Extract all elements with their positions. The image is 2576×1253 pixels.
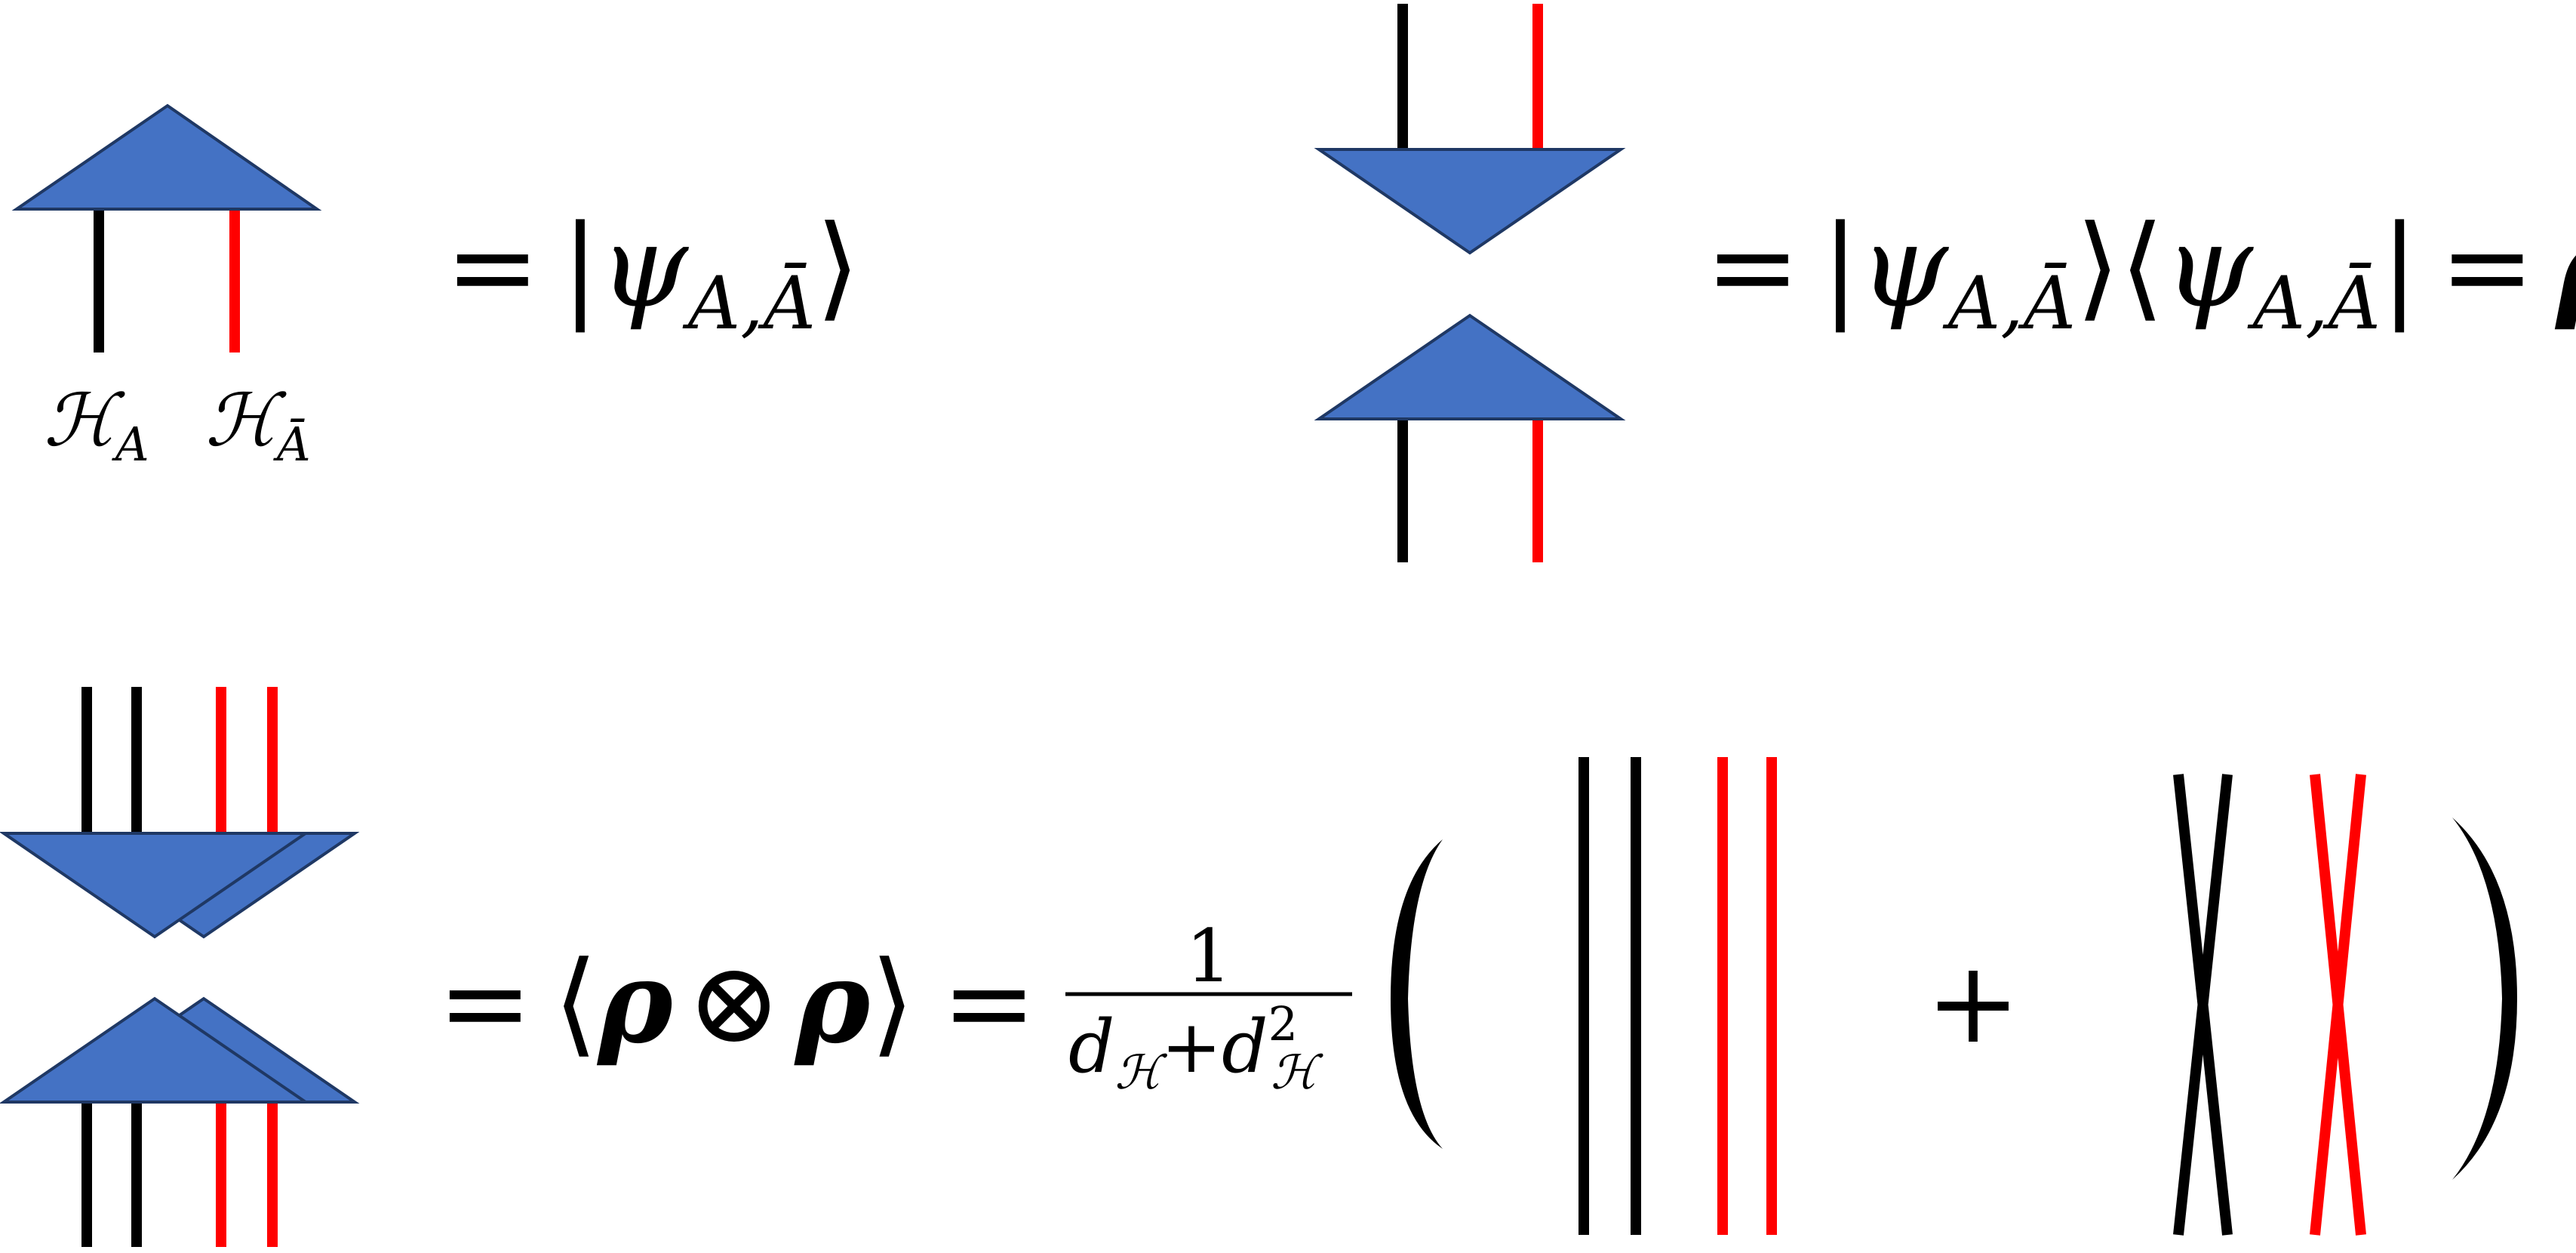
left-parenthesis	[1391, 839, 1443, 1149]
tensor-triangle-down-front	[0, 832, 311, 939]
tensor-triangle-up	[11, 103, 322, 211]
wire-A-cross-2	[2173, 774, 2233, 1236]
plus-sign: +	[1926, 937, 2021, 1069]
hilbert-space-label-Abar: ℋĀ	[205, 378, 311, 472]
diagram-density-matrix: =|ψA,Ā⟩⟨ψA,Ā|=ρ	[1314, 4, 2576, 562]
tensor-triangle-down	[1314, 148, 1626, 255]
hilbert-space-label-A: ℋA	[44, 378, 149, 472]
equation-ket: =|ψA,Ā⟩	[445, 202, 860, 346]
fraction-numerator: 1	[1185, 914, 1231, 999]
equation-average: =⟨ρ⊗ρ⟩=	[438, 936, 1037, 1069]
wire-Abar-cross-2	[2310, 774, 2366, 1236]
equation-density-matrix: =|ψA,Ā⟩⟨ψA,Ā|=ρ	[1705, 200, 2576, 346]
swap-permutation-wires	[2173, 774, 2366, 1236]
diagram-state-ket: ℋA ℋĀ =|ψA,Ā⟩	[11, 103, 860, 472]
tensor-triangle-up-front	[0, 996, 311, 1104]
identity-permutation-wires	[1578, 757, 1777, 1235]
tensor-triangle-up	[1314, 313, 1626, 420]
right-parenthesis	[2452, 817, 2517, 1180]
